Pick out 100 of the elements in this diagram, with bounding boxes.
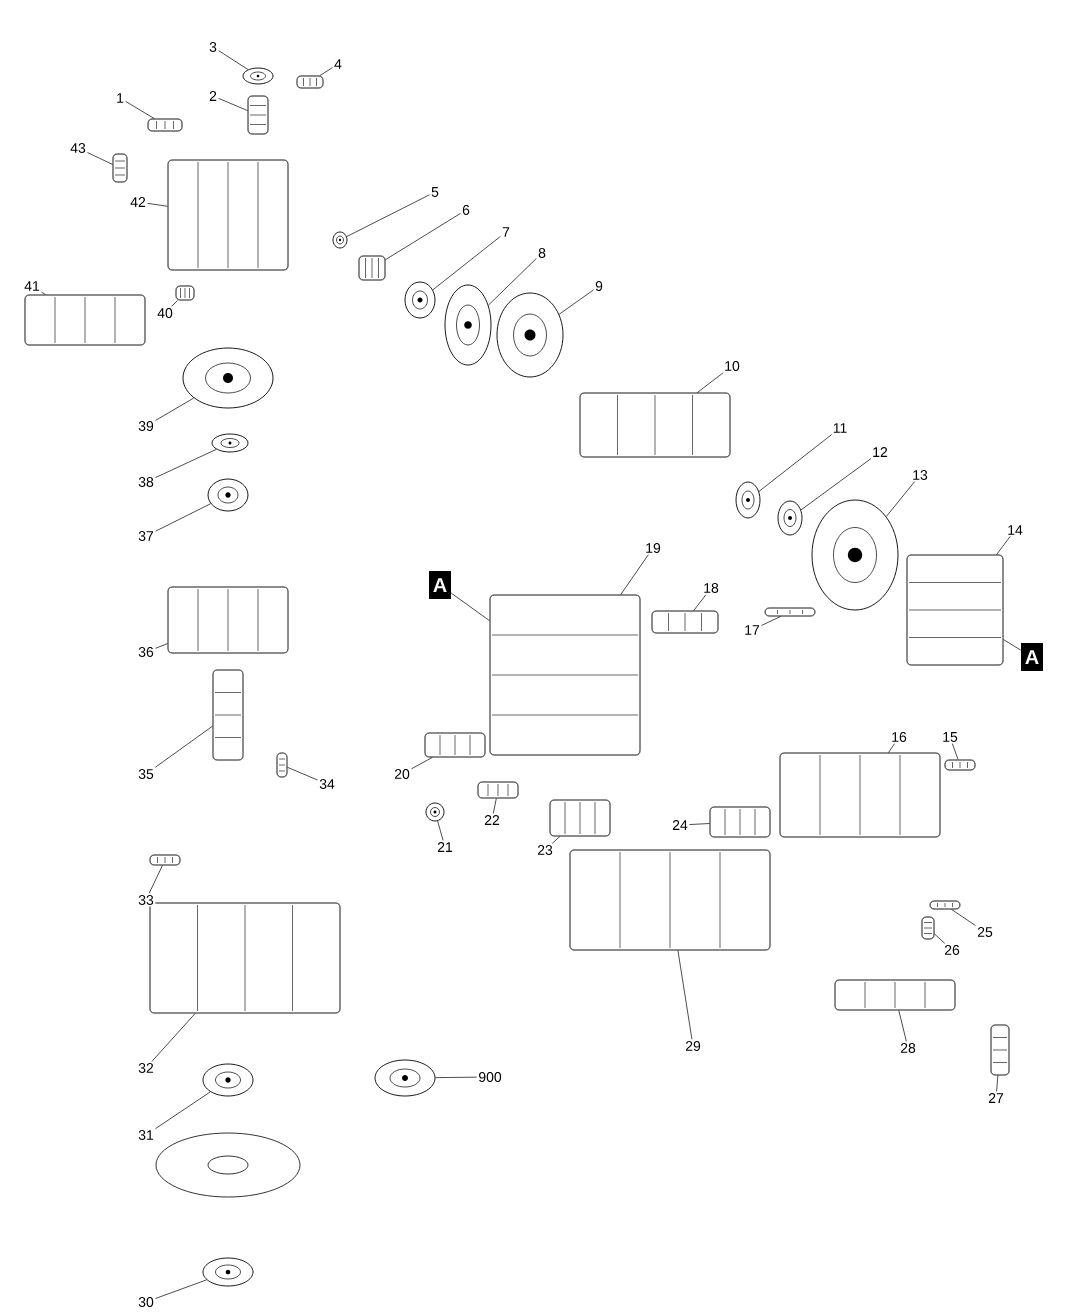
screw-drawing	[276, 752, 288, 778]
callout-number: 17	[742, 623, 762, 637]
callout-number: 43	[68, 141, 88, 155]
callout-number: 11	[831, 421, 849, 435]
spindle-drawing	[212, 669, 244, 761]
leader-line	[934, 933, 946, 944]
fan-drawing	[496, 292, 564, 378]
leader-line	[758, 434, 833, 492]
callout-number: 18	[701, 581, 721, 595]
callout-number: 24	[670, 818, 690, 832]
callout-number: 42	[128, 195, 148, 209]
handle-cover-drawing	[779, 752, 941, 838]
leader-line	[492, 798, 497, 814]
callout-number: 5	[429, 185, 441, 199]
callout-number: 8	[536, 246, 548, 260]
leader-line	[155, 1279, 207, 1299]
nut-drawing	[358, 255, 386, 281]
carbon-brush-drawing	[477, 781, 519, 799]
leader-line	[411, 757, 433, 770]
sleeve-drawing	[990, 1024, 1010, 1076]
leader-line	[1003, 639, 1022, 651]
screw-drawing	[929, 900, 961, 910]
leader-line	[148, 865, 163, 894]
screw-drawing	[147, 118, 183, 132]
label-drawing	[651, 610, 719, 634]
leader-line	[888, 743, 895, 753]
callout-number: 7	[500, 225, 512, 239]
callout-number: 20	[392, 767, 412, 781]
leader-line	[450, 592, 490, 622]
handle-drawing	[569, 849, 771, 951]
callout-number: 32	[136, 1061, 156, 1075]
leader-line	[435, 1076, 477, 1078]
screw-drawing	[944, 759, 976, 771]
leader-line	[87, 152, 113, 165]
callout-number: 1	[114, 91, 126, 105]
label-drawing	[549, 799, 611, 837]
leader-line	[155, 397, 195, 421]
callout-number: 19	[643, 541, 663, 555]
switch-drawing	[709, 806, 771, 838]
callout-number: 35	[136, 767, 156, 781]
plate-drawing	[444, 284, 492, 366]
bearing-drawing	[404, 281, 436, 319]
callout-number: 37	[136, 529, 156, 543]
nut-drawing	[202, 1257, 254, 1287]
spring-drawing	[247, 95, 269, 135]
callout-number: 13	[910, 468, 930, 482]
callout-number: 26	[942, 943, 962, 957]
leader-line	[800, 458, 872, 511]
leader-line	[996, 1075, 999, 1092]
callout-number: 15	[940, 730, 960, 744]
leader-line	[677, 950, 693, 1040]
callout-number: 12	[870, 445, 890, 459]
leader-line	[620, 554, 649, 595]
screw-drawing	[764, 607, 816, 617]
callout-number: 38	[136, 475, 156, 489]
side-handle-drawing	[24, 294, 146, 346]
callout-number: 3	[207, 40, 219, 54]
bearing-drawing	[207, 478, 249, 512]
callout-number: 39	[136, 419, 156, 433]
callout-number: 4	[332, 57, 344, 71]
leader-line	[287, 766, 318, 781]
callout-number: 36	[136, 645, 156, 659]
callout-number: 10	[722, 359, 742, 373]
callout-number: 41	[22, 279, 42, 293]
bevel-gear-drawing	[182, 347, 274, 409]
callout-number: 16	[889, 730, 909, 744]
leader-line	[885, 481, 915, 517]
callout-number: 21	[435, 840, 455, 854]
leader-line	[696, 372, 724, 393]
callout-number: 6	[460, 203, 472, 217]
bearing-drawing	[777, 500, 803, 536]
leader-line	[171, 300, 178, 307]
leader-line	[693, 594, 707, 611]
label-drawing	[424, 732, 486, 758]
leader-line	[41, 291, 46, 295]
leader-line	[558, 289, 594, 315]
callout-number: 9	[593, 279, 605, 293]
callout-number: 31	[136, 1128, 156, 1142]
leader-line	[437, 820, 444, 841]
leader-line	[218, 50, 249, 70]
leader-line	[996, 536, 1011, 555]
leader-line	[952, 743, 959, 760]
retaining-ring-drawing	[211, 433, 249, 453]
leader-line	[898, 1010, 907, 1042]
leader-line	[154, 725, 213, 768]
callout-number: 28	[898, 1041, 918, 1055]
motor-housing-drawing	[489, 594, 641, 756]
leader-line	[319, 67, 333, 76]
bearing-box-drawing	[167, 586, 289, 654]
callout-number: 34	[317, 777, 337, 791]
leader-line	[125, 101, 155, 119]
callout-number: 23	[535, 843, 555, 857]
pin-drawing	[112, 153, 128, 183]
bearing-drawing	[374, 1059, 436, 1097]
leader-line	[155, 643, 168, 649]
leader-line	[951, 909, 976, 926]
leader-line	[488, 258, 537, 306]
callout-number: 29	[683, 1039, 703, 1053]
cord-drawing	[834, 979, 956, 1011]
callout-number: 2	[207, 89, 219, 103]
